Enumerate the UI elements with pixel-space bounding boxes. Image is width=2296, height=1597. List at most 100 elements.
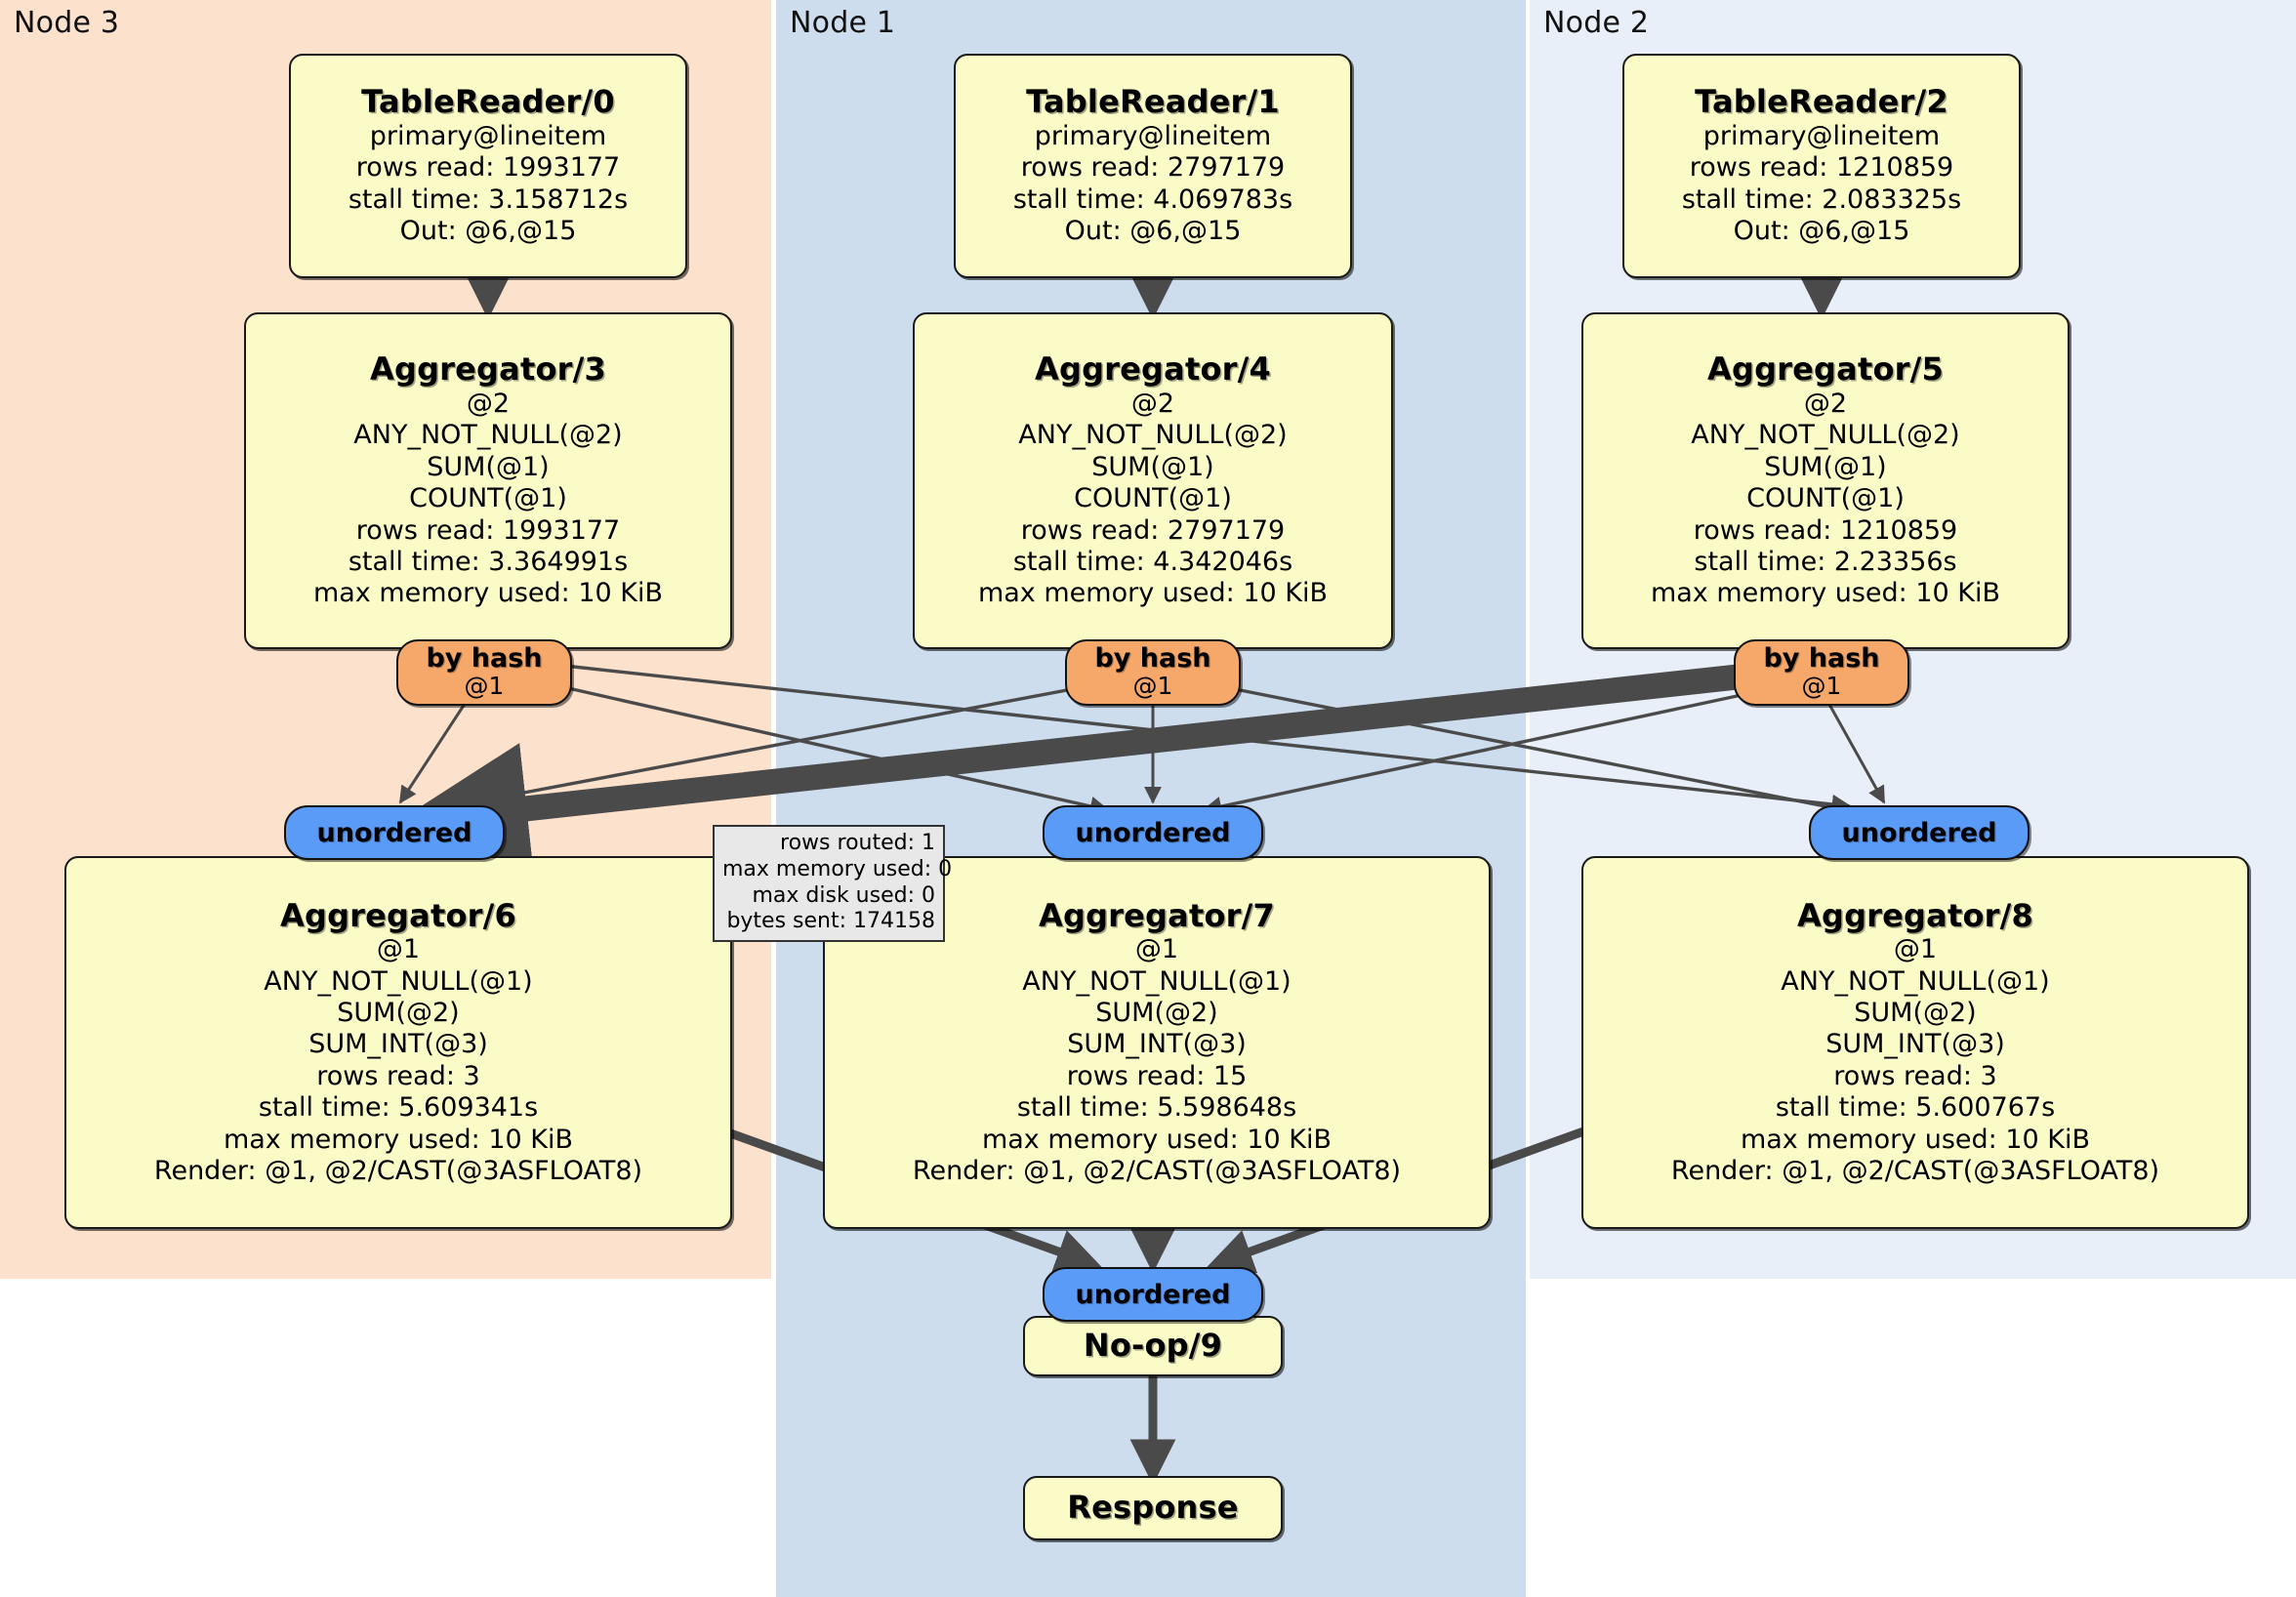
stats-max-disk-used: max disk used: 0 [752, 882, 935, 908]
processor-agg-sum: SUM(@2) [337, 998, 460, 1029]
processor-aggregator-4[interactable]: Aggregator/4 @2 ANY_NOT_NULL(@2) SUM(@1)… [913, 312, 1393, 649]
stream-label: unordered [1075, 1279, 1231, 1310]
processor-aggregator-5[interactable]: Aggregator/5 @2 ANY_NOT_NULL(@2) SUM(@1)… [1581, 312, 2070, 649]
stream-unordered-6[interactable]: unordered [284, 805, 505, 860]
processor-stall-time: stall time: 4.342046s [1012, 546, 1293, 577]
processor-title: No-op/9 [1083, 1327, 1223, 1365]
processor-aggregator-6[interactable]: Aggregator/6 @1 ANY_NOT_NULL(@1) SUM(@2)… [64, 856, 732, 1229]
processor-rows-read: rows read: 1993177 [355, 514, 621, 546]
processor-stall-time: stall time: 2.23356s [1694, 546, 1957, 577]
processor-render: Render: @1, @2/CAST(@3ASFLOAT8) [912, 1156, 1402, 1187]
processor-rows-read: rows read: 2797179 [1020, 514, 1286, 546]
processor-agg-any-not-null: ANY_NOT_NULL(@2) [353, 420, 623, 451]
processor-group-by: @2 [1130, 389, 1175, 419]
processor-agg-count: COUNT(@1) [409, 483, 567, 514]
router-label: by hash [426, 643, 543, 675]
router-stats-box: rows routed: 1 max memory used: 0 max di… [713, 825, 953, 943]
processor-agg-count: COUNT(@1) [1074, 483, 1232, 514]
processor-render: Render: @1, @2/CAST(@3ASFLOAT8) [1670, 1156, 2160, 1187]
processor-agg-any-not-null: ANY_NOT_NULL(@1) [264, 965, 533, 997]
router-by-hash-3[interactable]: by hash @1 [396, 639, 572, 706]
processor-rows-read: rows read: 1210859 [1689, 152, 1954, 184]
processor-max-memory: max memory used: 10 KiB [1740, 1124, 2091, 1155]
processor-agg-sum-int: SUM_INT(@3) [1825, 1029, 2005, 1060]
stream-label: unordered [316, 817, 472, 848]
processor-title: TableReader/2 [1695, 83, 1948, 121]
processor-max-memory: max memory used: 10 KiB [977, 578, 1329, 609]
processor-table: primary@lineitem [1034, 121, 1272, 152]
processor-max-memory: max memory used: 10 KiB [981, 1124, 1332, 1155]
processor-title: Aggregator/3 [370, 350, 606, 389]
processor-title: TableReader/1 [1026, 83, 1280, 121]
processor-title: Aggregator/5 [1707, 350, 1944, 389]
processor-out-columns: Out: @6,@15 [399, 216, 577, 247]
router-by-hash-5[interactable]: by hash @1 [1734, 639, 1909, 706]
processor-agg-sum-int: SUM_INT(@3) [1067, 1029, 1247, 1060]
processor-agg-any-not-null: ANY_NOT_NULL(@1) [1781, 965, 2050, 997]
processor-group-by: @2 [1803, 389, 1848, 419]
processor-rows-read: rows read: 2797179 [1020, 152, 1286, 184]
processor-table: primary@lineitem [1702, 121, 1941, 152]
processor-aggregator-3[interactable]: Aggregator/3 @2 ANY_NOT_NULL(@2) SUM(@1)… [244, 312, 732, 649]
processor-out-columns: Out: @6,@15 [1733, 216, 1910, 247]
processor-stall-time: stall time: 5.598648s [1016, 1092, 1297, 1124]
processor-table-reader-0[interactable]: TableReader/0 primary@lineitem rows read… [289, 54, 687, 278]
processor-title: Aggregator/7 [1039, 896, 1275, 934]
processor-stall-time: stall time: 3.364991s [348, 546, 629, 577]
processor-max-memory: max memory used: 10 KiB [1650, 578, 2001, 609]
stream-unordered-7[interactable]: unordered [1043, 805, 1263, 860]
processor-title: Response [1067, 1489, 1239, 1527]
processor-agg-sum: SUM(@1) [427, 451, 550, 482]
stats-rows-routed: rows routed: 1 [780, 831, 935, 855]
router-column: @1 [464, 672, 505, 701]
processor-stall-time: stall time: 5.609341s [258, 1092, 539, 1124]
processor-agg-any-not-null: ANY_NOT_NULL(@2) [1691, 420, 1960, 451]
router-column: @1 [1801, 672, 1842, 701]
processor-table-reader-2[interactable]: TableReader/2 primary@lineitem rows read… [1622, 54, 2021, 278]
router-label: by hash [1763, 643, 1880, 675]
processor-title: TableReader/0 [361, 83, 615, 121]
processor-aggregator-7[interactable]: Aggregator/7 @1 ANY_NOT_NULL(@1) SUM(@2)… [823, 856, 1491, 1229]
processor-stall-time: stall time: 3.158712s [348, 184, 629, 215]
processor-no-op-9[interactable]: No-op/9 [1023, 1316, 1283, 1376]
processor-agg-any-not-null: ANY_NOT_NULL(@2) [1018, 420, 1288, 451]
router-label: by hash [1094, 643, 1211, 675]
processor-table: primary@lineitem [369, 121, 607, 152]
processor-group-by: @2 [466, 389, 511, 419]
router-by-hash-4[interactable]: by hash @1 [1065, 639, 1241, 706]
processor-stall-time: stall time: 4.069783s [1012, 184, 1293, 215]
processor-title: Aggregator/4 [1035, 350, 1271, 389]
processor-group-by: @1 [1134, 934, 1179, 965]
processor-group-by: @1 [1893, 934, 1938, 965]
processor-rows-read: rows read: 3 [316, 1060, 480, 1091]
processor-table-reader-1[interactable]: TableReader/1 primary@lineitem rows read… [954, 54, 1352, 278]
processor-stall-time: stall time: 5.600767s [1775, 1092, 2056, 1124]
region-label-node1: Node 1 [790, 6, 896, 40]
processor-response[interactable]: Response [1023, 1476, 1283, 1540]
processor-group-by: @1 [376, 934, 421, 965]
stats-bytes-sent: bytes sent: 174158 [726, 909, 935, 934]
stream-label: unordered [1841, 817, 1997, 848]
processor-title: Aggregator/8 [1797, 896, 2033, 934]
router-column: @1 [1132, 672, 1173, 701]
processor-rows-read: rows read: 1210859 [1693, 514, 1958, 546]
processor-stall-time: stall time: 2.083325s [1681, 184, 1962, 215]
processor-rows-read: rows read: 15 [1066, 1060, 1248, 1091]
processor-agg-sum: SUM(@1) [1091, 451, 1214, 482]
stream-unordered-8[interactable]: unordered [1809, 805, 2030, 860]
processor-agg-sum: SUM(@2) [1854, 998, 1977, 1029]
stream-label: unordered [1075, 817, 1231, 848]
processor-rows-read: rows read: 1993177 [355, 152, 621, 184]
processor-max-memory: max memory used: 10 KiB [223, 1124, 574, 1155]
processor-agg-any-not-null: ANY_NOT_NULL(@1) [1022, 965, 1292, 997]
stats-max-memory-used: max memory used: 0 [722, 856, 953, 881]
processor-rows-read: rows read: 3 [1833, 1060, 1997, 1091]
processor-agg-sum: SUM(@1) [1764, 451, 1887, 482]
processor-render: Render: @1, @2/CAST(@3ASFLOAT8) [153, 1156, 643, 1187]
processor-agg-sum-int: SUM_INT(@3) [308, 1029, 488, 1060]
processor-out-columns: Out: @6,@15 [1064, 216, 1242, 247]
processor-aggregator-8[interactable]: Aggregator/8 @1 ANY_NOT_NULL(@1) SUM(@2)… [1581, 856, 2249, 1229]
stream-unordered-9[interactable]: unordered [1043, 1267, 1263, 1322]
processor-title: Aggregator/6 [280, 896, 516, 934]
